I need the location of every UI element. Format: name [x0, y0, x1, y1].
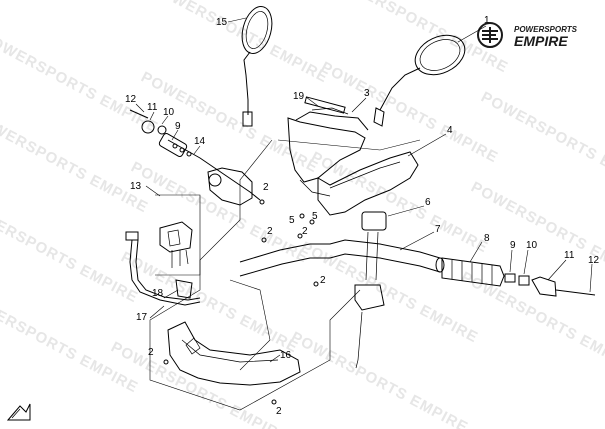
- callout-12-right: 12: [588, 255, 600, 266]
- callout-7: 7: [435, 224, 441, 235]
- callout-12-left: 12: [125, 94, 137, 105]
- svg-text:POWERSPORTS EMPIRE: POWERSPORTS EMPIRE: [128, 159, 311, 267]
- svg-text:POWERSPORTS EMPIRE: POWERSPORTS EMPIRE: [138, 69, 321, 177]
- throttle-housing: [354, 211, 387, 369]
- callout-18: 18: [152, 288, 164, 299]
- brand-top-text: POWERSPORTS: [514, 25, 578, 34]
- callout-2f: 2: [276, 406, 282, 417]
- callout-8: 8: [484, 233, 490, 244]
- callout-10-right: 10: [526, 240, 538, 251]
- right-mirror: [373, 34, 466, 127]
- front-arrow-icon: [6, 403, 31, 421]
- leader-lines: [135, 17, 593, 363]
- outline-frame: [149, 139, 421, 411]
- handlebar-tube: [239, 239, 445, 277]
- callout-17: 17: [136, 312, 148, 323]
- logo-mark-icon: [482, 27, 498, 43]
- callout-1: 1: [484, 15, 490, 26]
- callout-5b: 5: [312, 211, 318, 222]
- callout-19: 19: [293, 91, 305, 102]
- logo-ring-icon: [477, 22, 503, 48]
- handlebar-cover: [287, 96, 419, 216]
- svg-text:POWERSPORTS EMPIRE: POWERSPORTS EMPIRE: [318, 59, 501, 167]
- left-switch-housing: [155, 167, 253, 276]
- callout-2b: 2: [267, 226, 273, 237]
- callout-2a: 2: [263, 182, 269, 193]
- callout-9-right: 9: [510, 240, 516, 251]
- svg-text:POWERSPORTS EMPIRE: POWERSPORTS EMPIRE: [148, 0, 331, 87]
- svg-text:POWERSPORTS EMPIRE: POWERSPORTS EMPIRE: [0, 109, 151, 217]
- lower-cover: [167, 321, 301, 386]
- callout-14: 14: [194, 136, 206, 147]
- left-switch-assembly: [129, 109, 261, 201]
- callout-4: 4: [447, 125, 453, 136]
- svg-text:POWERSPORTS EMPIRE: POWERSPORTS EMPIRE: [0, 29, 161, 137]
- right-grip: [441, 257, 505, 287]
- svg-text:POWERSPORTS EMPIRE: POWERSPORTS EMPIRE: [118, 249, 301, 357]
- callout-11-right: 11: [564, 250, 575, 261]
- left-mirror: [241, 6, 273, 127]
- callout-9-left: 9: [175, 121, 181, 132]
- callout-3: 3: [364, 88, 370, 99]
- screws: [163, 199, 319, 405]
- callouts: 1 15 19 3 4 6 7 8 9 10 11 12 12 11 10 9 …: [125, 15, 600, 417]
- brand-main-text: EMPIRE: [514, 33, 568, 49]
- right-grip-end: [504, 273, 596, 297]
- callout-6: 6: [425, 197, 431, 208]
- svg-text:POWERSPORTS EMPIRE: POWERSPORTS EMPIRE: [308, 149, 491, 257]
- callout-2e: 2: [148, 347, 154, 358]
- callout-11-left: 11: [147, 102, 158, 113]
- brand-logo: POWERSPORTS EMPIRE: [477, 22, 578, 49]
- callout-15: 15: [216, 17, 228, 28]
- callout-2d: 2: [320, 275, 326, 286]
- callout-10-left: 10: [163, 107, 175, 118]
- svg-text:POWERSPORTS EMPIRE: POWERSPORTS EMPIRE: [288, 329, 471, 429]
- svg-text:POWERSPORTS EMPIRE: POWERSPORTS EMPIRE: [0, 199, 141, 307]
- callout-2c: 2: [302, 226, 308, 237]
- callout-16: 16: [280, 350, 292, 361]
- svg-text:POWERSPORTS EMPIRE: POWERSPORTS EMPIRE: [478, 89, 605, 197]
- svg-text:POWERSPORTS EMPIRE: POWERSPORTS EMPIRE: [298, 239, 481, 347]
- callout-5a: 5: [289, 215, 295, 226]
- callout-13: 13: [130, 181, 142, 192]
- svg-text:POWERSPORTS EMPIRE: POWERSPORTS EMPIRE: [458, 269, 605, 377]
